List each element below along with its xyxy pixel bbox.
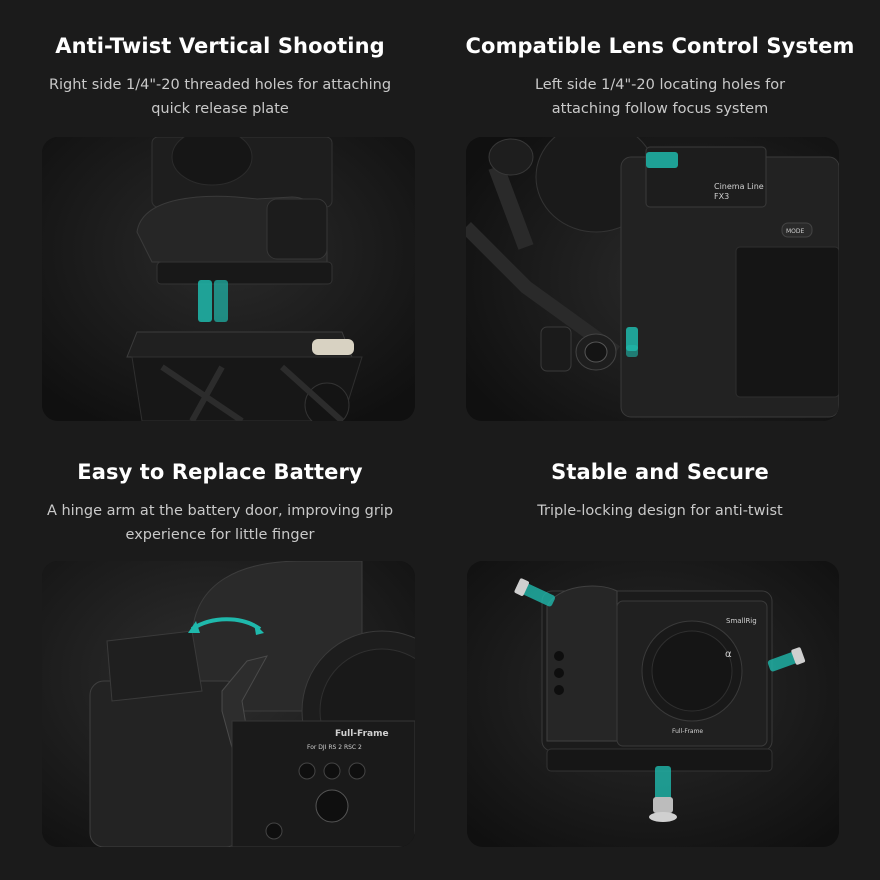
feature-description-line: Triple-locking design for anti-twist (537, 503, 783, 519)
feature-lens-control: Compatible Lens Control System Left side… (440, 0, 880, 440)
product-image-follow-focus: Cinema Line FX3 MODE (466, 137, 839, 421)
feature-description-line: attaching follow focus system (551, 101, 769, 117)
feature-description-line: A hinge arm at the battery door, improvi… (46, 503, 394, 519)
feature-title: Easy to Replace Battery (77, 460, 363, 484)
fullframe-label: Full-Frame (672, 728, 703, 735)
compat-label: For DJI RS 2 RSC 2 (307, 744, 362, 751)
fullframe-label: Full-Frame (335, 729, 389, 739)
follow-focus-illustration: Cinema Line FX3 MODE (466, 137, 839, 421)
feature-description-line: Right side 1/4"-20 threaded holes for at… (48, 77, 392, 93)
feature-title: Anti-Twist Vertical Shooting (55, 34, 385, 58)
cage-quick-release-illustration (42, 137, 415, 421)
feature-description-line: quick release plate (151, 101, 289, 117)
feature-description-line: Left side 1/4"-20 locating holes for (534, 77, 786, 93)
alpha-label: α (725, 649, 732, 660)
feature-description: Right side 1/4"-20 threaded holes for at… (20, 73, 420, 121)
feature-stable-secure: Stable and Secure Triple-locking design … (440, 426, 880, 866)
feature-description-line: experience for little finger (125, 527, 315, 543)
feature-description: A hinge arm at the battery door, improvi… (20, 499, 420, 547)
feature-title: Stable and Secure (551, 460, 769, 484)
camera-label-line1: Cinema Line (714, 182, 764, 191)
camera-mode-label: MODE (786, 228, 805, 235)
feature-description: Left side 1/4"-20 locating holes for att… (460, 73, 860, 121)
battery-door-illustration: Full-Frame For DJI RS 2 RSC 2 (42, 561, 415, 847)
brand-label: SmallRig (726, 617, 757, 625)
triple-lock-illustration: SmallRig α Full-Frame (467, 561, 839, 847)
camera-label-line2: FX3 (714, 192, 729, 201)
product-image-cage-quick-release (42, 137, 415, 421)
feature-description: Triple-locking design for anti-twist (460, 499, 860, 523)
product-image-triple-lock: SmallRig α Full-Frame (467, 561, 839, 847)
feature-battery-replace: Easy to Replace Battery A hinge arm at t… (0, 426, 440, 866)
feature-title: Compatible Lens Control System (465, 34, 855, 58)
feature-anti-twist: Anti-Twist Vertical Shooting Right side … (0, 0, 440, 440)
product-image-battery-door: Full-Frame For DJI RS 2 RSC 2 (42, 561, 415, 847)
